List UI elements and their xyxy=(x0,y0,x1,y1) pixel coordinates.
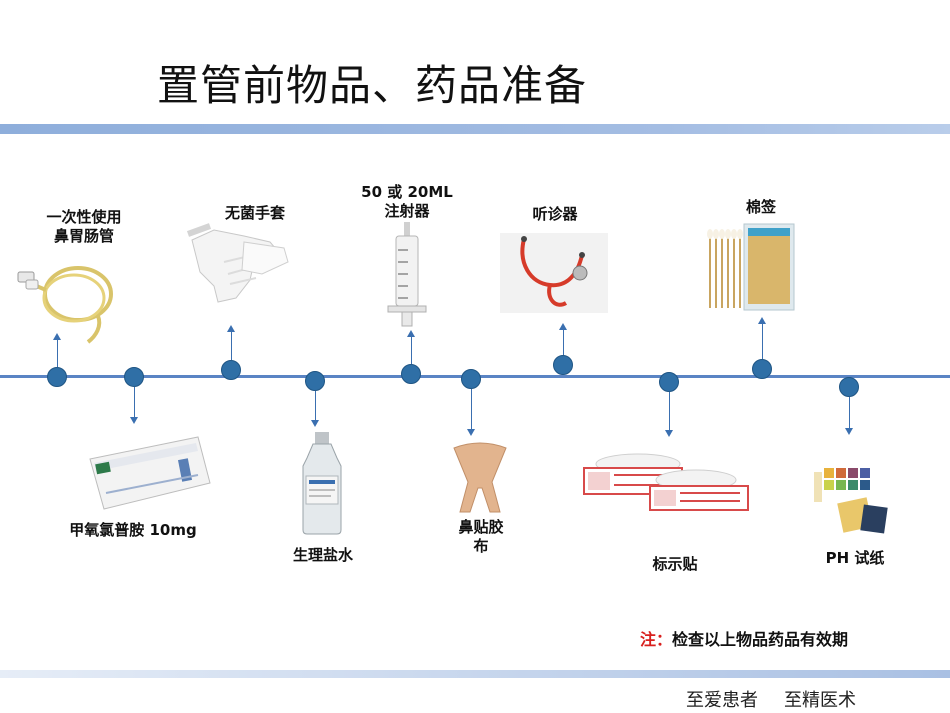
footer-slogan: 至爱患者 至精医术 xyxy=(686,686,882,712)
arrow-tape xyxy=(467,429,475,436)
connector-ph xyxy=(849,397,850,428)
footer-divider-band xyxy=(0,670,950,678)
timeline-dot-ph xyxy=(839,377,859,397)
arrow-gloves xyxy=(227,325,235,332)
arrow-drug xyxy=(130,417,138,424)
timeline-dot-gloves xyxy=(221,360,241,380)
medicine-box-icon xyxy=(89,436,211,510)
sterile-gloves-icon xyxy=(186,223,289,303)
timeline-dot-syringe xyxy=(401,364,421,384)
timeline-dot-swab xyxy=(752,359,772,379)
ph-paper-icon xyxy=(814,468,888,534)
connector-gloves xyxy=(231,330,232,360)
syringe-icon xyxy=(387,222,427,327)
arrow-syringe xyxy=(407,330,415,337)
connector-sticker xyxy=(669,392,670,430)
stethoscope-icon xyxy=(500,233,608,313)
connector-swab xyxy=(762,322,763,359)
label-swab: 棉签 xyxy=(745,198,776,216)
connector-tape xyxy=(471,389,472,429)
connector-drug xyxy=(134,387,135,417)
timeline-dot-saline xyxy=(305,371,325,391)
note-prefix: 注： xyxy=(640,630,673,649)
connector-stethoscope xyxy=(563,328,564,355)
expiry-check-note: 注：检查以上物品药品有效期 xyxy=(640,626,848,650)
label-ph: PH 试纸 xyxy=(825,549,885,567)
cotton-swab-icon xyxy=(707,223,795,311)
label-saline: 生理盐水 xyxy=(292,546,353,564)
timeline-dot-stethoscope xyxy=(553,355,573,375)
timeline-dot-sticker xyxy=(659,372,679,392)
nasal-tape-icon xyxy=(453,442,507,513)
connector-tube xyxy=(57,338,58,367)
arrow-ph xyxy=(845,428,853,435)
timeline-dot-tape xyxy=(461,369,481,389)
arrow-swab xyxy=(758,317,766,324)
timeline-dot-drug xyxy=(124,367,144,387)
footer-slogan-1: 至爱患者 xyxy=(686,690,758,711)
label-gloves: 无菌手套 xyxy=(224,204,285,222)
connector-syringe xyxy=(411,335,412,364)
page-title: 置管前物品、药品准备 xyxy=(157,61,588,110)
footer-slogan-2: 至精医术 xyxy=(784,690,856,711)
label-drug: 甲氧氯普胺 10mg xyxy=(69,521,197,539)
title-divider-band xyxy=(0,124,950,134)
label-stethoscope: 听诊器 xyxy=(532,205,578,223)
timeline-dot-tube xyxy=(47,367,67,387)
label-tape: 鼻贴胶布 xyxy=(458,518,504,555)
arrow-saline xyxy=(311,420,319,427)
connector-saline xyxy=(315,391,316,420)
arrow-sticker xyxy=(665,430,673,437)
label-tube: 一次性使用鼻胃肠管 xyxy=(46,208,122,245)
label-sticker-icon xyxy=(583,453,749,511)
nasogastric-tube-icon xyxy=(17,266,113,344)
label-sticker: 标示贴 xyxy=(652,555,698,573)
note-text: 检查以上物品药品有效期 xyxy=(672,630,849,649)
arrow-stethoscope xyxy=(559,323,567,330)
arrow-tube xyxy=(53,333,61,340)
saline-bottle-icon xyxy=(302,432,342,535)
